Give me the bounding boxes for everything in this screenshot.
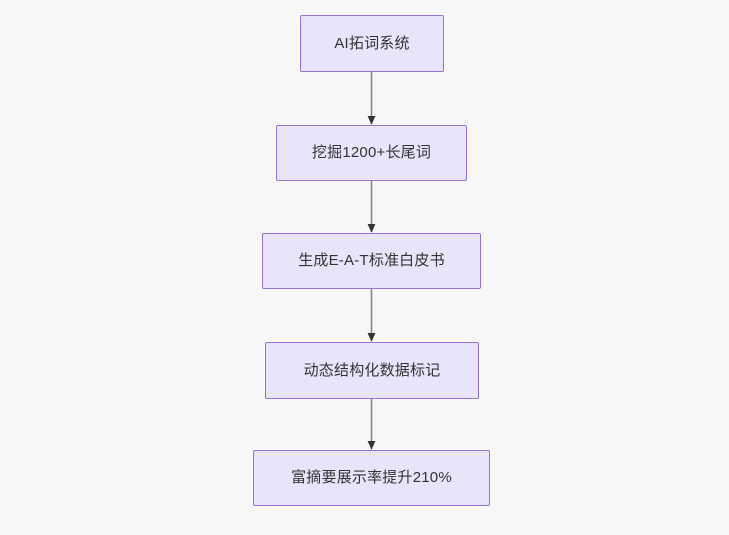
flow-node-label: 动态结构化数据标记 <box>303 361 441 379</box>
flow-node-mine-longtail-keywords[interactable]: 挖掘1200+长尾词 <box>276 125 467 181</box>
flow-node-label: 生成E-A-T标准白皮书 <box>298 252 445 269</box>
flow-node-dynamic-structured-data-markup[interactable]: 动态结构化数据标记 <box>265 342 479 399</box>
flow-node-label: 富摘要展示率提升210% <box>291 469 452 486</box>
flow-node-label: 挖掘1200+长尾词 <box>311 144 432 161</box>
flow-node-label: AI拓词系统 <box>334 34 410 52</box>
flow-node-rich-snippet-rate-increase[interactable]: 富摘要展示率提升210% <box>253 450 490 506</box>
flow-node-generate-eat-whitepaper[interactable]: 生成E-A-T标准白皮书 <box>262 233 481 289</box>
flow-node-ai-keyword-system[interactable]: AI拓词系统 <box>300 15 444 72</box>
